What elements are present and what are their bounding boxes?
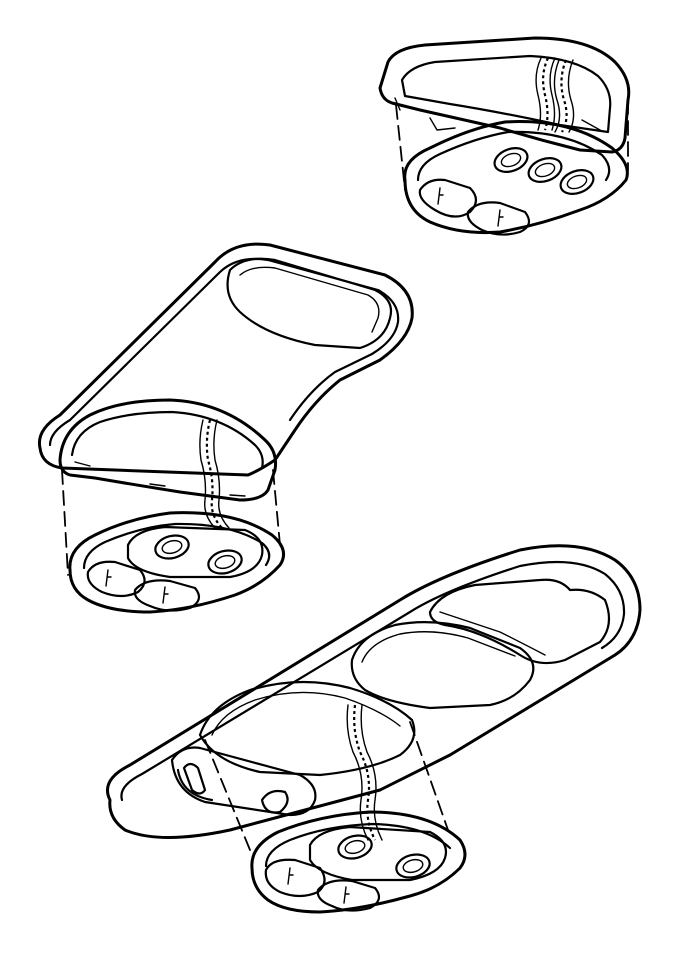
top-lamp-left [418,178,478,218]
top-console-bezel [378,36,631,154]
bottom-switch-panel [308,825,448,882]
middle-roof-panel [37,242,414,477]
bottom-side-lamp-right [260,789,289,814]
middle-switch-2 [207,549,243,575]
top-switch-2 [527,157,563,183]
bottom-side-lamp-bezel [170,746,317,817]
middle-dome-opening [226,257,393,350]
middle-console-body [58,398,277,502]
top-console-wire-2 [560,59,568,133]
middle-switch-panel [126,525,264,579]
middle-lamp-left [86,560,146,598]
top-console-module [403,120,629,235]
bottom-middle-compartment [350,621,535,710]
middle-switch-1 [154,534,190,560]
bottom-roof-console [106,544,642,839]
top-console-bezel-inner [400,54,612,134]
bottom-lamp-right [316,879,381,912]
bottom-switch-2 [395,853,431,879]
bottom-switch-1 [337,834,373,860]
top-console-assembly [378,36,631,236]
middle-console-assembly [37,242,414,614]
top-switch-3 [559,169,595,195]
bottom-console-module [250,810,467,914]
bottom-side-lamp-left [182,762,207,795]
bottom-front-opening [198,680,416,777]
bottom-console-wire [353,704,376,841]
top-switch-1 [493,147,529,173]
top-lamp-right [466,201,531,236]
middle-console-module [68,511,286,614]
middle-lamp-right [133,579,201,612]
middle-console-wire [205,419,223,529]
bottom-rear-compartment [428,578,611,665]
top-console-wire-1 [541,57,549,131]
bottom-console-assembly [106,544,642,914]
